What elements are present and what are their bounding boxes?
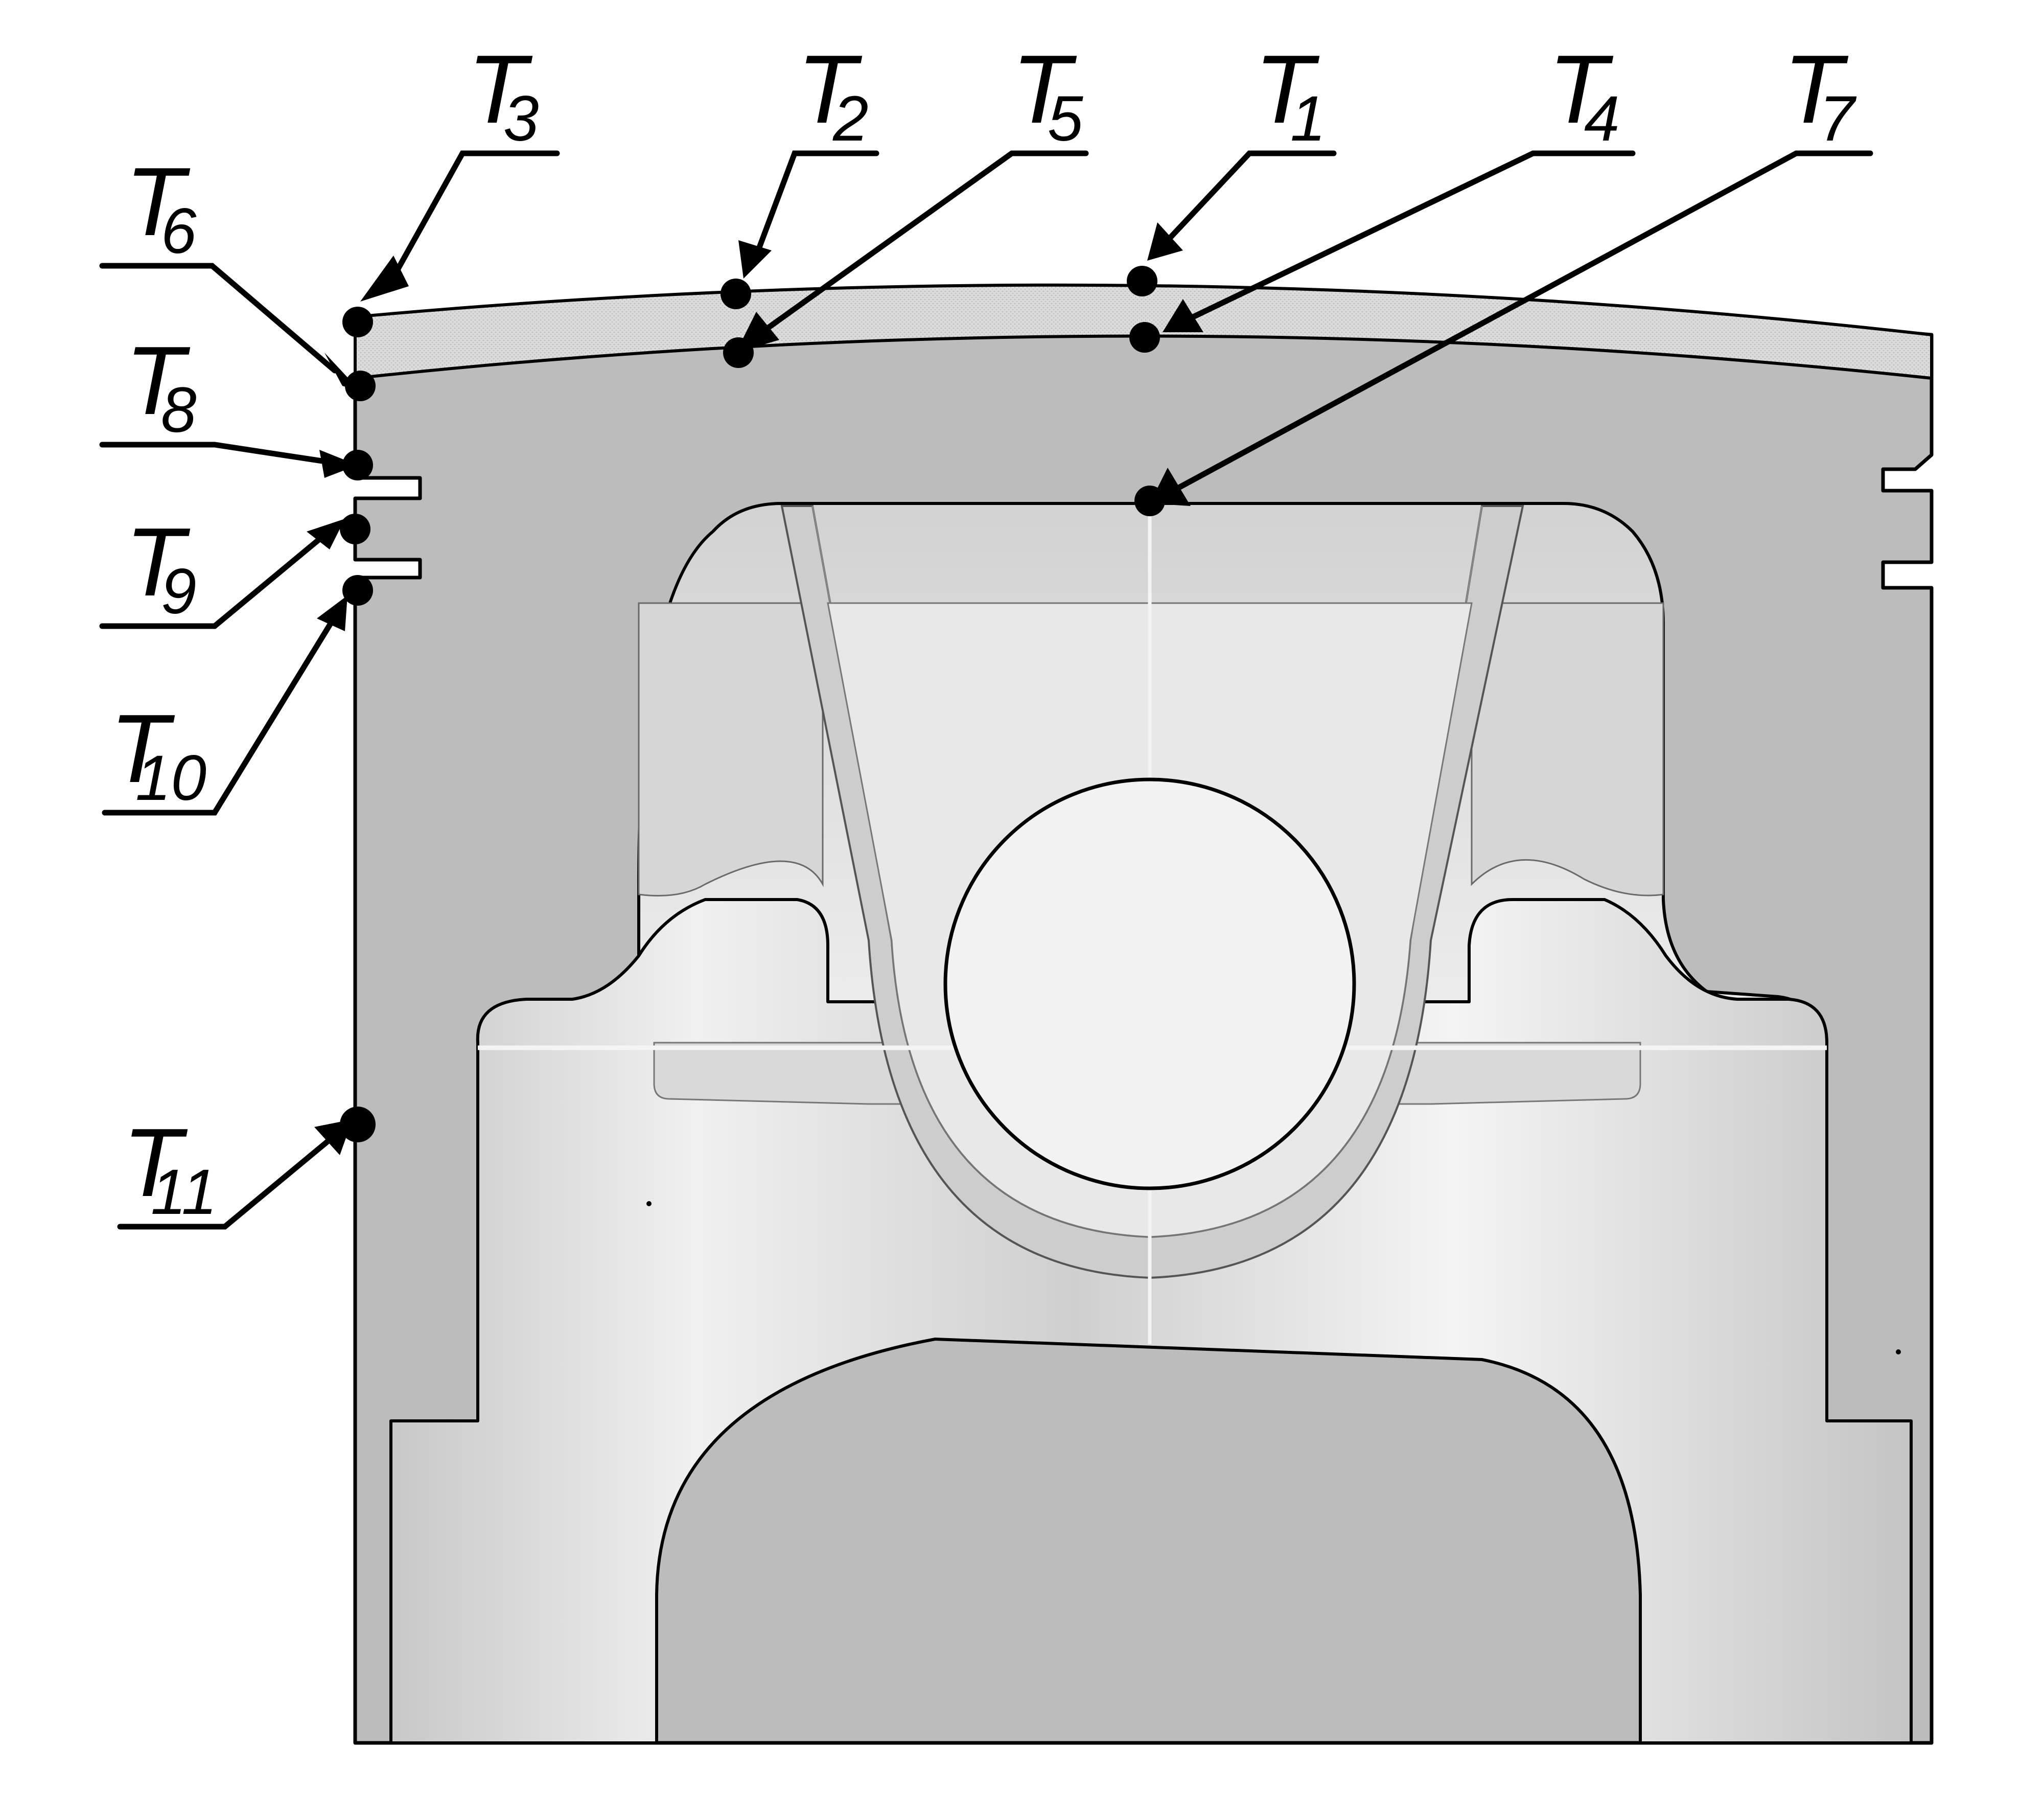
interior-shoulder-right — [1471, 602, 1664, 896]
label-T2-subscript: 2 — [832, 83, 869, 154]
label-T11-subscript: 11 — [151, 1157, 217, 1228]
label-T6: T 6 — [125, 148, 197, 267]
point-T7 — [1134, 486, 1165, 516]
label-T1-letter: T — [1255, 35, 1320, 144]
label-T1-subscript: 1 — [1290, 83, 1326, 154]
point-T1 — [1127, 266, 1157, 296]
label-T8-letter: T — [125, 327, 191, 435]
leader-T10 — [102, 618, 335, 816]
label-T9: T 9 — [125, 508, 197, 627]
label-T4-subscript: 4 — [1584, 83, 1620, 154]
label-T2-letter: T — [797, 35, 863, 144]
point-T3 — [342, 307, 373, 337]
point-T6 — [345, 371, 376, 401]
leader-T5 — [766, 150, 1089, 330]
label-T10: T 10 — [110, 695, 206, 814]
leader-T4 — [1190, 150, 1636, 320]
point-T4 — [1129, 322, 1160, 353]
measurement-points — [340, 266, 1165, 1142]
label-T2: T 2 — [797, 35, 869, 154]
leader-T9 — [99, 536, 322, 629]
label-T11: T 11 — [123, 1109, 217, 1228]
label-T4-letter: T — [1548, 35, 1614, 144]
label-T6-letter: T — [125, 148, 191, 256]
label-T5-letter: T — [1012, 35, 1077, 144]
label-T9-letter: T — [125, 508, 191, 616]
leader-T7 — [1175, 150, 1873, 491]
point-T10 — [342, 575, 373, 606]
arrowhead-T2 — [738, 240, 772, 279]
label-T11-letter: T — [123, 1109, 188, 1217]
interior-shoulder-left — [638, 602, 824, 896]
label-T1: T 1 — [1255, 35, 1326, 154]
label-T4: T 4 — [1548, 35, 1620, 154]
minor-dot-left — [646, 1201, 652, 1206]
label-T7-subscript: 7 — [1819, 83, 1857, 154]
leader-T3 — [385, 150, 560, 289]
arrowhead-T4 — [1163, 299, 1203, 332]
label-T7: T 7 — [1783, 35, 1857, 154]
point-T11 — [340, 1107, 376, 1142]
point-T2 — [721, 279, 751, 309]
arrowhead-T8 — [319, 450, 358, 478]
label-T3-subscript: 3 — [503, 83, 539, 154]
point-T8 — [342, 450, 373, 480]
label-T9-subscript: 9 — [161, 556, 197, 627]
label-T8: T 8 — [125, 327, 197, 446]
leader-T1 — [1167, 150, 1337, 241]
point-T9 — [340, 514, 370, 544]
label-T10-letter: T — [110, 695, 175, 803]
label-T5: T 5 — [1012, 35, 1083, 154]
point-T5 — [723, 337, 754, 368]
leader-T2 — [753, 150, 879, 259]
leader-T11 — [117, 1137, 333, 1230]
arrowhead-T1 — [1147, 222, 1183, 261]
label-T10-subscript: 10 — [135, 743, 206, 814]
arrowhead-T9 — [307, 519, 345, 549]
label-T5-subscript: 5 — [1048, 83, 1083, 154]
label-T8-subscript: 8 — [161, 375, 197, 446]
label-T3-letter: T — [468, 35, 533, 144]
minor-dot-right — [1896, 1349, 1901, 1354]
label-T3: T 3 — [468, 35, 539, 154]
label-T7-letter: T — [1783, 35, 1849, 144]
leader-T6 — [99, 263, 338, 374]
label-T6-subscript: 6 — [161, 196, 197, 267]
pin-bore — [943, 777, 1356, 1190]
leader-T8 — [99, 442, 335, 466]
arrowhead-T10 — [317, 595, 347, 631]
arrowhead-T3 — [360, 256, 409, 302]
leader-lines — [99, 150, 1873, 1230]
